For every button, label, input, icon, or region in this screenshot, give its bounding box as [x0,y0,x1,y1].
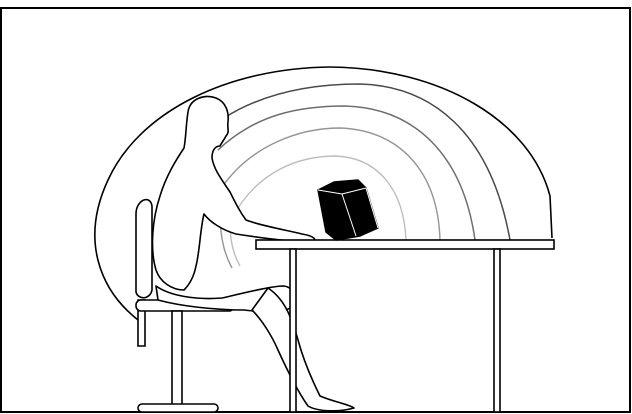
frame-border [1,8,630,412]
chair-column [172,311,182,407]
chair-backrest [136,200,152,298]
chair-base [138,404,218,412]
desk-leg-left [290,249,296,412]
desk-top [256,240,554,249]
desk-leg-right [494,249,500,412]
